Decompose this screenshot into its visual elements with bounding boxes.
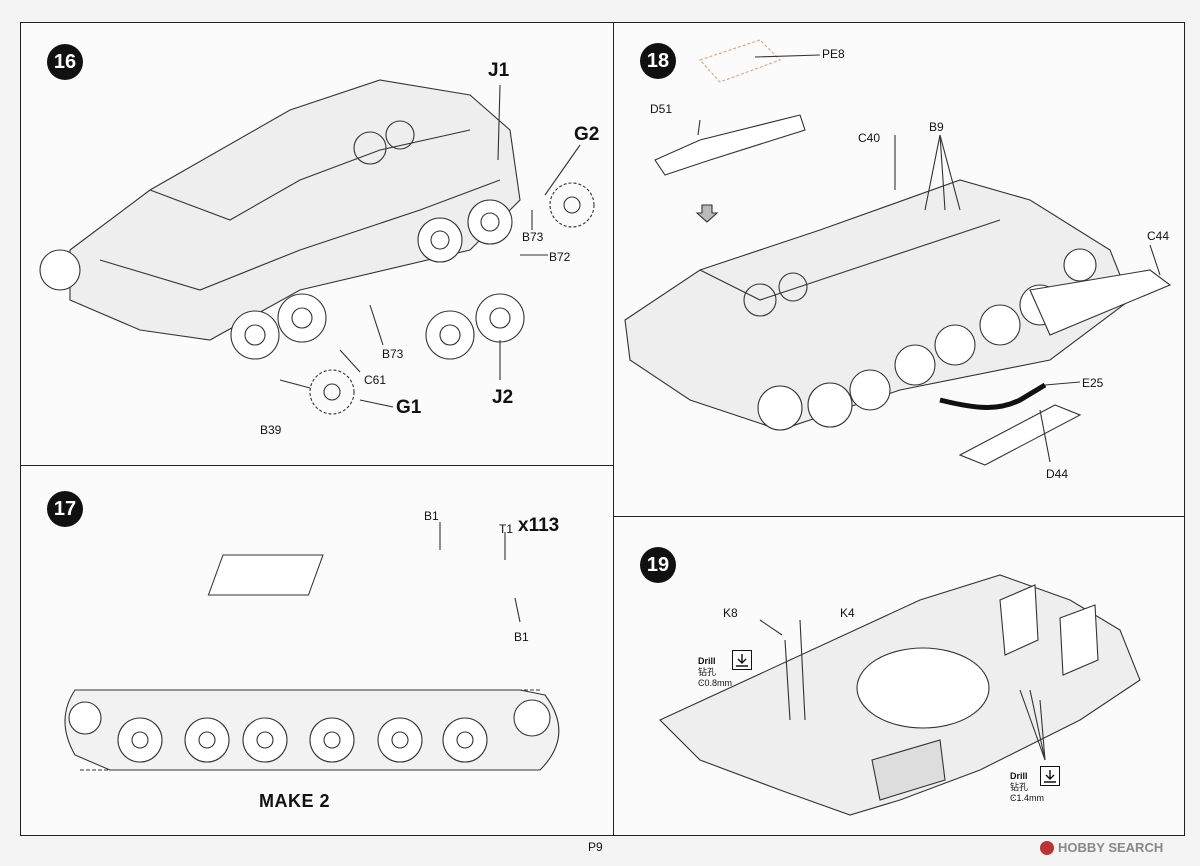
watermark-text: HOBBY SEARCH xyxy=(1058,840,1164,855)
panel-divider-right xyxy=(613,516,1185,518)
part-label-d44: D44 xyxy=(1046,467,1069,481)
part-label-b39: B39 xyxy=(260,423,282,437)
drill-label-cn: 钻孔 xyxy=(1010,782,1029,792)
drill-label: Drill xyxy=(1010,771,1028,781)
part-label-d51: D51 xyxy=(650,102,673,116)
drill-label: Drill xyxy=(698,656,716,666)
part-label-c44: C44 xyxy=(1147,229,1170,243)
drill-label-cn: 钻孔 xyxy=(698,667,717,677)
watermark: HOBBY SEARCH xyxy=(1040,840,1163,855)
part-label-b1-bottom: B1 xyxy=(514,630,529,644)
part-quantity: x113 xyxy=(518,515,560,536)
part-label-c40: C40 xyxy=(858,131,881,145)
drill-icon xyxy=(732,650,752,670)
drill-size: Ͼ0.8mm xyxy=(698,678,733,688)
drill-size: Ͼ1.4mm xyxy=(1010,793,1045,803)
drill-note-14: Drill 钻孔 Ͼ1.4mm xyxy=(1010,771,1044,804)
watermark-logo-icon xyxy=(1040,840,1054,855)
part-label-e25: E25 xyxy=(1082,376,1104,390)
part-label-g2: G2 xyxy=(574,124,600,145)
part-label-b73-lower: B73 xyxy=(382,347,404,361)
part-label-k8: K8 xyxy=(723,606,738,620)
part-label-k4: K4 xyxy=(840,606,855,620)
part-label-b73-upper: B73 xyxy=(522,230,544,244)
panel-divider-left xyxy=(20,465,614,467)
part-label-b9: B9 xyxy=(929,120,944,134)
step-number-16: 16 xyxy=(47,44,83,80)
part-label-b72: B72 xyxy=(549,250,571,264)
part-label-c61: C61 xyxy=(364,373,387,387)
part-label-b1-top: B1 xyxy=(424,509,439,523)
drill-note-08: Drill 钻孔 Ͼ0.8mm xyxy=(698,656,732,689)
part-label-j1: J1 xyxy=(488,60,510,81)
drill-icon xyxy=(1040,766,1060,786)
make-quantity-note: MAKE 2 xyxy=(259,791,331,811)
part-label-g1: G1 xyxy=(396,397,422,418)
step-number-18: 18 xyxy=(640,43,676,79)
part-label-j2: J2 xyxy=(492,387,514,408)
part-label-t1: T1 xyxy=(499,522,514,536)
step-number-19: 19 xyxy=(640,547,676,583)
step-number-17: 17 xyxy=(47,491,83,527)
page-number: P9 xyxy=(588,840,603,854)
part-label-pe8: PE8 xyxy=(822,47,845,61)
panel-divider-vertical xyxy=(613,22,615,836)
